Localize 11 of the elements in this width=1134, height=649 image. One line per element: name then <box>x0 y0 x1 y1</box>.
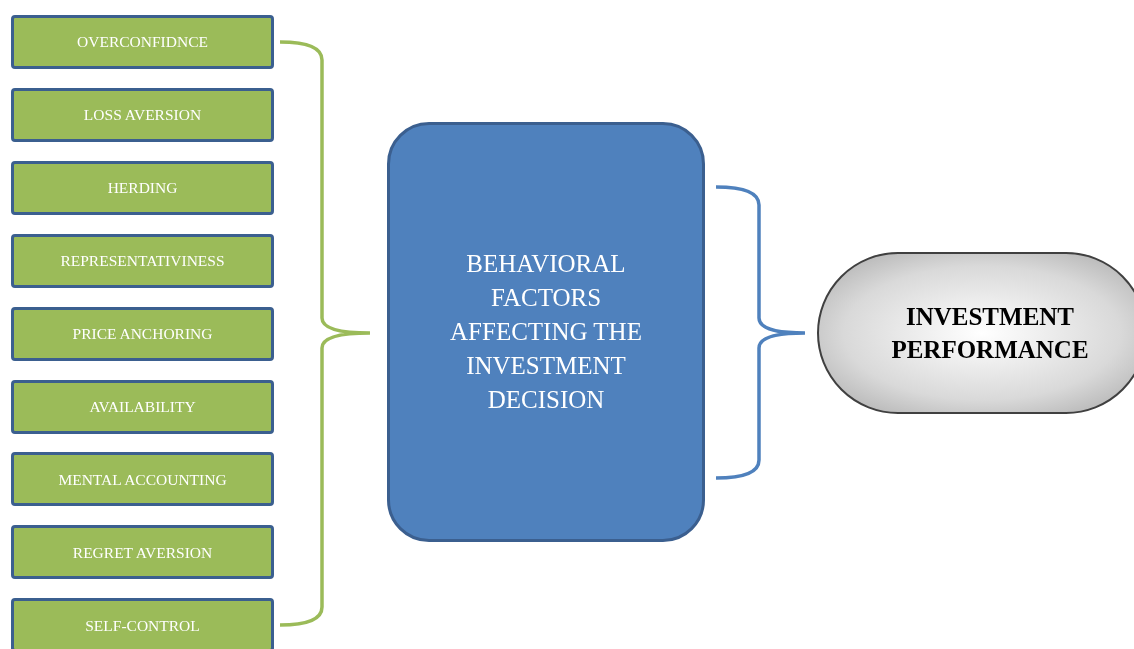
factor-box: AVAILABILITY <box>11 379 274 434</box>
process-box: BEHAVIORAL FACTORS AFFECTING THE INVESTMENT DECISION <box>387 122 705 542</box>
result-pill: INVESTMENT PERFORMANCE <box>817 252 1134 414</box>
factor-box: SELF-CONTROL <box>11 598 274 649</box>
factor-box: HERDING <box>11 160 274 215</box>
factor-box: MENTAL ACCOUNTING <box>11 452 274 507</box>
factor-box: LOSS AVERSION <box>11 87 274 142</box>
factor-box: OVERCONFIDNCE <box>11 15 274 69</box>
factor-box: REGRET AVERSION <box>11 525 274 580</box>
factor-box: PRICE ANCHORING <box>11 306 274 361</box>
factor-box: REPRESENTATIVINESS <box>11 233 274 288</box>
